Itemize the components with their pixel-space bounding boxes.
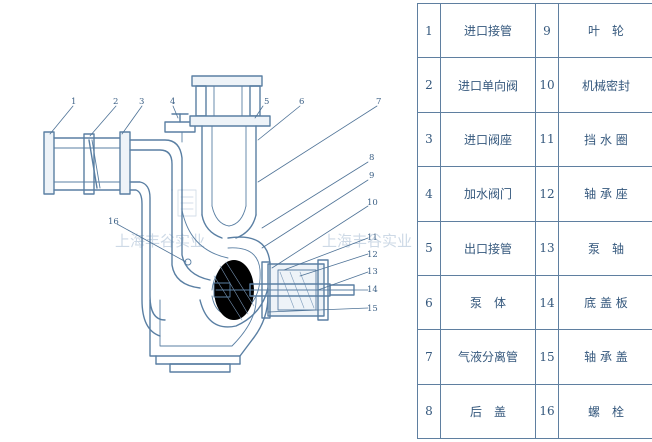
part-name-left: 后 盖: [440, 383, 536, 440]
part-number-right: 14: [535, 274, 559, 331]
part-name-right: 机械密封: [558, 57, 652, 113]
part-number-left: 7: [417, 329, 441, 385]
callout-8: 8: [369, 153, 374, 163]
table-row: 7 气液分离管 15 轴 承 盖: [417, 329, 652, 385]
callout-9: 9: [369, 171, 374, 181]
part-name-right: 叶 轮: [558, 2, 652, 59]
outlet-pipe: [189, 75, 271, 127]
part-number-left: 3: [417, 111, 441, 168]
table-row: 5 出口接管 13 泵 轴: [417, 220, 652, 276]
part-name-left: 气液分离管: [440, 329, 536, 385]
part-name-right: 螺 栓: [558, 383, 652, 440]
callout-6: 6: [299, 97, 304, 107]
pump-cross-section-drawing: 上海丰谷实业 上海丰谷实业: [43, 75, 412, 373]
callout-11: 11: [367, 233, 378, 243]
watermark-logo: [177, 189, 197, 217]
callout-12: 12: [367, 250, 378, 260]
part-name-left: 加水阀门: [440, 166, 536, 222]
part-number-left: 1: [417, 2, 441, 59]
callout-2: 2: [113, 97, 118, 107]
table-row: 4 加水阀门 12 轴 承 座: [417, 166, 652, 222]
inlet-pipe: [43, 131, 129, 195]
part-name-left: 泵 体: [440, 274, 536, 331]
callout-leaders: [49, 105, 378, 313]
part-number-left: 5: [417, 220, 441, 276]
bolt: [184, 258, 192, 266]
part-number-right: 15: [535, 329, 559, 385]
part-name-left: 出口接管: [440, 220, 536, 276]
part-name-right: 轴 承 座: [558, 166, 652, 222]
part-number-left: 2: [417, 57, 441, 113]
part-name-left: 进口单向阀: [440, 57, 536, 113]
part-name-left: 进口阀座: [440, 111, 536, 168]
part-name-right: 泵 轴: [558, 220, 652, 276]
callout-3: 3: [139, 97, 144, 107]
callout-10: 10: [367, 198, 378, 208]
callout-1: 1: [71, 97, 76, 107]
inlet-valve-seat: [119, 131, 131, 195]
callout-15: 15: [367, 304, 378, 314]
callout-5: 5: [264, 97, 269, 107]
part-name-right: 底 盖 板: [558, 274, 652, 331]
table-row: 6 泵 体 14 底 盖 板: [417, 274, 652, 331]
inlet-check-valve: [83, 133, 101, 195]
priming-valve: [164, 113, 196, 143]
part-name-right: 挡 水 圈: [558, 111, 652, 168]
callout-labels: 1 2 3 4 5 6 7 8 9 10 11 12 13 14 15 16: [71, 97, 381, 314]
callout-16: 16: [108, 217, 119, 227]
table-row: 8 后 盖 16 螺 栓: [417, 383, 652, 440]
callout-7: 7: [376, 97, 381, 107]
part-number-right: 11: [535, 111, 559, 168]
part-number-right: 12: [535, 166, 559, 222]
shaft-assembly: [213, 259, 355, 321]
table-row: 1 进口接管 9 叶 轮: [417, 2, 652, 59]
part-name-right: 轴 承 盖: [558, 329, 652, 385]
callout-4: 4: [170, 97, 175, 107]
part-number-left: 6: [417, 274, 441, 331]
table-row: 3 进口阀座 11 挡 水 圈: [417, 111, 652, 168]
part-number-right: 10: [535, 57, 559, 113]
part-number-right: 16: [535, 383, 559, 440]
watermark-text-2: 上海丰谷实业: [322, 232, 412, 250]
part-number-left: 8: [417, 383, 441, 440]
rear-cover-impeller: [199, 236, 271, 328]
part-number-left: 4: [417, 166, 441, 222]
part-number-right: 9: [535, 2, 559, 59]
parts-list-table: 1 进口接管 9 叶 轮 2 进口单向阀 10 机械密封 3 进口阀座 11 挡…: [417, 2, 652, 440]
part-number-right: 13: [535, 220, 559, 276]
pump-body: [129, 139, 269, 373]
table-row: 2 进口单向阀 10 机械密封: [417, 57, 652, 113]
part-name-left: 进口接管: [440, 2, 536, 59]
callout-14: 14: [367, 285, 378, 295]
callout-13: 13: [367, 267, 378, 277]
